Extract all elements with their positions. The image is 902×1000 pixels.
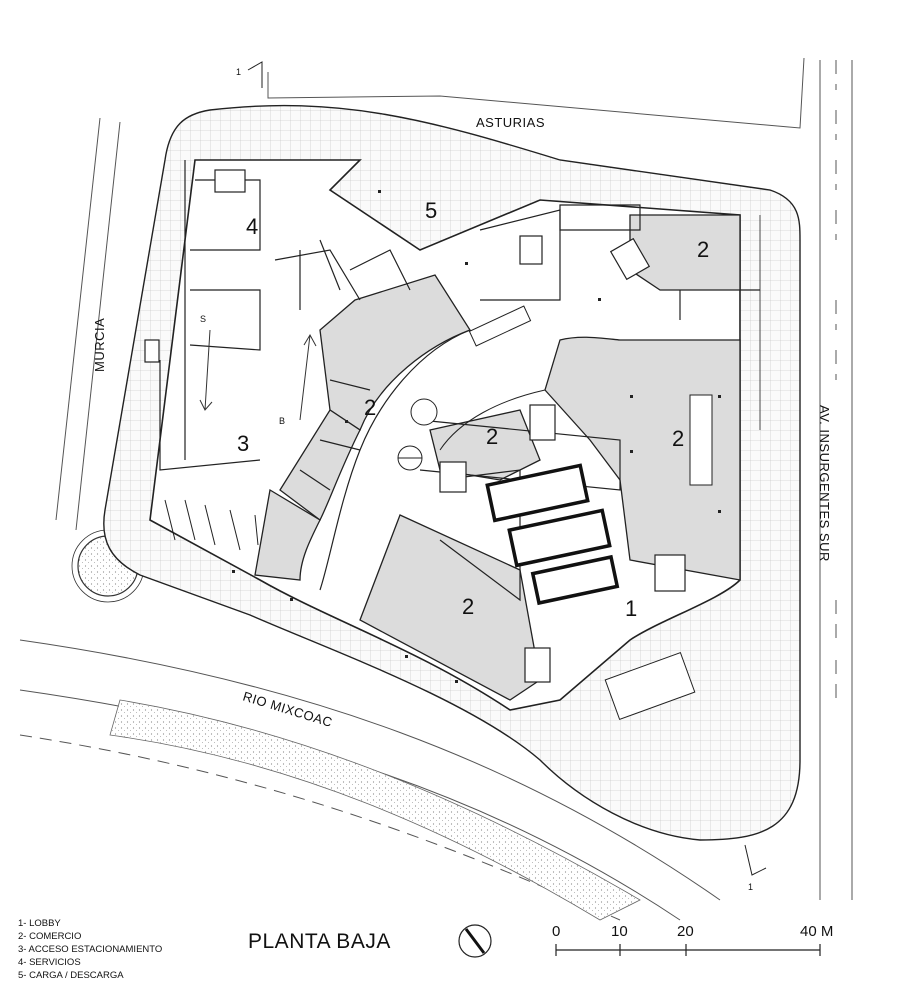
zone-label-2b: 2 (672, 426, 684, 451)
street-label-mixcoac: RIO MIXCOAC (241, 689, 334, 731)
legend-item-lobby: 1- LOBBY (18, 918, 61, 929)
street-label-insurgentes: AV. INSURGENTES SUR (817, 405, 832, 562)
street-label-murcia: MURCIA (92, 318, 107, 372)
svg-text:1: 1 (748, 882, 753, 892)
scale-label-40: 40 M (800, 923, 834, 940)
interior-walls (159, 160, 761, 602)
legend-item-comercio: 2- COMERCIO (18, 931, 82, 942)
parking-stalls (164, 499, 259, 551)
street-label-asturias: ASTURIAS (476, 115, 545, 130)
scale-label-0: 0 (552, 923, 561, 940)
column-markers (232, 190, 721, 683)
zone-label-3: 3 (237, 431, 249, 456)
zone-label-2a: 2 (697, 237, 709, 262)
zone-label-1: 1 (625, 596, 637, 621)
scale-label-20: 20 (677, 923, 694, 940)
plan-title: PLANTA BAJA (248, 930, 391, 953)
zone-label-2c: 2 (486, 424, 498, 449)
scale-label-10: 10 (611, 923, 628, 940)
stairs (144, 169, 686, 683)
zone-label-5: 5 (425, 198, 437, 223)
legend-item-carga: 5- CARGA / DESCARGA (18, 970, 124, 981)
section-mark-bottom: 1 (744, 844, 767, 892)
entrance-stairs (604, 651, 696, 721)
median-strip (109, 699, 641, 921)
scale-bar (555, 944, 821, 956)
legend-item-estacionamiento: 3- ACCESO ESTACIONAMIENTO (18, 944, 163, 955)
svg-text:1: 1 (236, 67, 241, 77)
ramp-label-s: S (200, 314, 206, 324)
zone-label-2d: 2 (364, 395, 376, 420)
ramp-label-b: B (279, 416, 285, 426)
zone-label-2e: 2 (462, 594, 474, 619)
north-arrow (458, 924, 492, 958)
commercial-zones (254, 214, 741, 701)
legend: 1- LOBBY 2- COMERCIO 3- ACCESO ESTACIONA… (18, 917, 162, 982)
zone-label-4: 4 (246, 214, 258, 239)
section-mark-top: 1 (236, 61, 263, 88)
ramp-arrows (199, 329, 317, 421)
legend-item-servicios: 4- SERVICIOS (18, 957, 81, 968)
plaza-circle-1 (410, 398, 438, 426)
escalators (468, 305, 713, 486)
building-core (485, 463, 620, 606)
plaza-curve (319, 329, 471, 591)
